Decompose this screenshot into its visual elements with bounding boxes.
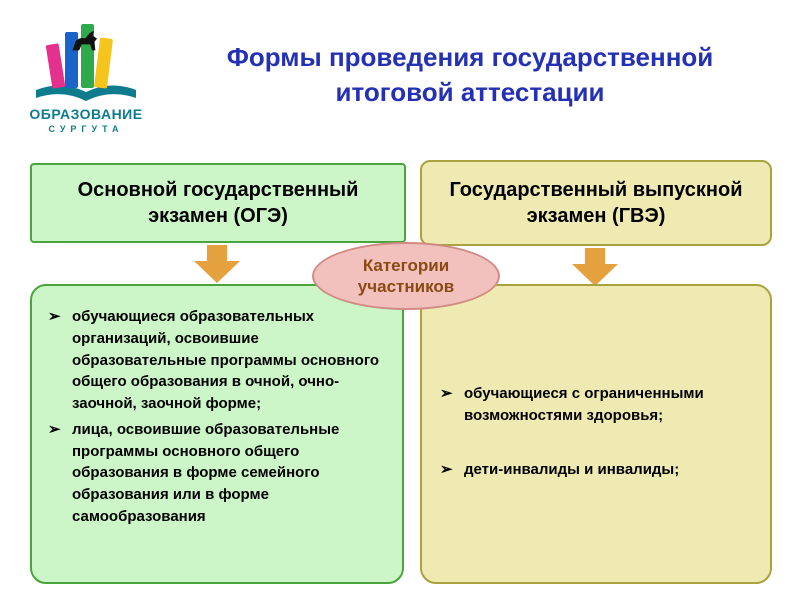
open-book-icon bbox=[36, 85, 136, 101]
header-gve: Государственный выпускной экзамен (ГВЭ) bbox=[420, 160, 772, 246]
logo-text-line1: ОБРАЗОВАНИЕ bbox=[29, 106, 143, 122]
book-pink-icon bbox=[45, 43, 66, 89]
down-arrow-right-icon bbox=[572, 248, 618, 286]
categories-label-line2: участников bbox=[357, 277, 455, 296]
bullet-arrow-icon: ➢ bbox=[440, 460, 453, 478]
page-title-line1: Формы проведения государственной bbox=[226, 42, 714, 72]
page-title: Формы проведения государственной итогово… bbox=[160, 40, 780, 110]
page-title-line2: итоговой аттестации bbox=[335, 77, 605, 108]
list-item-text: лица, освоившие образовательные программ… bbox=[72, 420, 340, 525]
header-oge-label: Основной государственный экзамен (ОГЭ) bbox=[77, 179, 359, 227]
list-item: ➢ дети-инвалиды и инвалиды; bbox=[440, 459, 752, 481]
list-item-text: обучающиеся образовательных организаций,… bbox=[72, 308, 380, 412]
bullet-arrow-icon: ➢ bbox=[440, 385, 453, 403]
header-oge: Основной государственный экзамен (ОГЭ) bbox=[30, 163, 406, 243]
bullet-arrow-icon: ➢ bbox=[48, 420, 61, 438]
list-item: ➢ обучающиеся образовательных организаци… bbox=[48, 306, 388, 415]
categories-label-line1: Категории bbox=[362, 255, 450, 275]
list-item: ➢ лица, освоившие образовательные програ… bbox=[48, 419, 388, 528]
logo-books-icon bbox=[45, 22, 125, 89]
bullet-arrow-icon: ➢ bbox=[48, 308, 61, 325]
gve-content-box: ➢ обучающиеся с ограниченными возможност… bbox=[420, 284, 772, 584]
list-item-text: дети-инвалиды и инвалиды; bbox=[464, 460, 680, 478]
horse-icon bbox=[72, 30, 98, 51]
logo-text-line2: СУРГУТА bbox=[48, 124, 124, 134]
categories-ellipse: Категории участников bbox=[312, 242, 500, 310]
down-arrow-left-icon bbox=[194, 245, 240, 283]
logo: ОБРАЗОВАНИЕ СУРГУТА bbox=[26, 22, 146, 134]
list-item-text: обучающиеся с ограниченными возможностям… bbox=[464, 385, 704, 425]
oge-content-box: ➢ обучающиеся образовательных организаци… bbox=[30, 284, 404, 584]
header-gve-label: Государственный выпускной экзамен (ГВЭ) bbox=[449, 179, 743, 227]
list-item: ➢ обучающиеся с ограниченными возможност… bbox=[440, 383, 752, 427]
